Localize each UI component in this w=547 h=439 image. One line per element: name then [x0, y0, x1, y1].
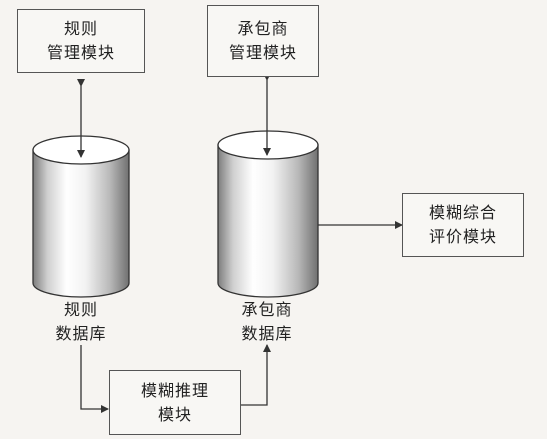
contractor-module-line-1: 承包商	[237, 19, 289, 38]
fuzzy-evaluation-module-box: 模糊综合 评价模块	[402, 193, 524, 257]
rule-db-line-1: 规则	[63, 300, 98, 319]
rule-database-label: 规则 数据库	[41, 298, 121, 346]
rule-db-line-2: 数据库	[55, 324, 107, 343]
fuzzy-reasoning-to-contractor-db-arrow	[241, 344, 271, 406]
fuzzy-eval-line-1: 模糊综合	[428, 203, 497, 222]
rule-module-line-2: 管理模块	[46, 43, 115, 62]
contractor-management-module-box: 承包商 管理模块	[207, 5, 319, 77]
rule-management-module-box: 规则 管理模块	[17, 9, 145, 73]
fuzzy-reasoning-line-2: 模块	[157, 404, 192, 424]
fuzzy-eval-line-2: 评价模块	[428, 227, 497, 246]
rule-db-to-fuzzy-reasoning-arrow	[80, 345, 109, 413]
rule-module-line-1: 规则	[63, 19, 98, 38]
fuzzy-reasoning-module-box: 模糊推理 模块	[109, 370, 241, 435]
fuzzy-reasoning-line-1: 模糊推理	[140, 380, 209, 400]
contractor-database-label: 承包商 数据库	[222, 298, 312, 346]
contractor-db-line-1: 承包商	[241, 300, 293, 319]
contractor-database-cylinder	[217, 130, 319, 298]
contractor-module-line-2: 管理模块	[228, 43, 297, 62]
contractor-db-line-2: 数据库	[241, 324, 293, 343]
rule-database-cylinder	[32, 135, 130, 298]
